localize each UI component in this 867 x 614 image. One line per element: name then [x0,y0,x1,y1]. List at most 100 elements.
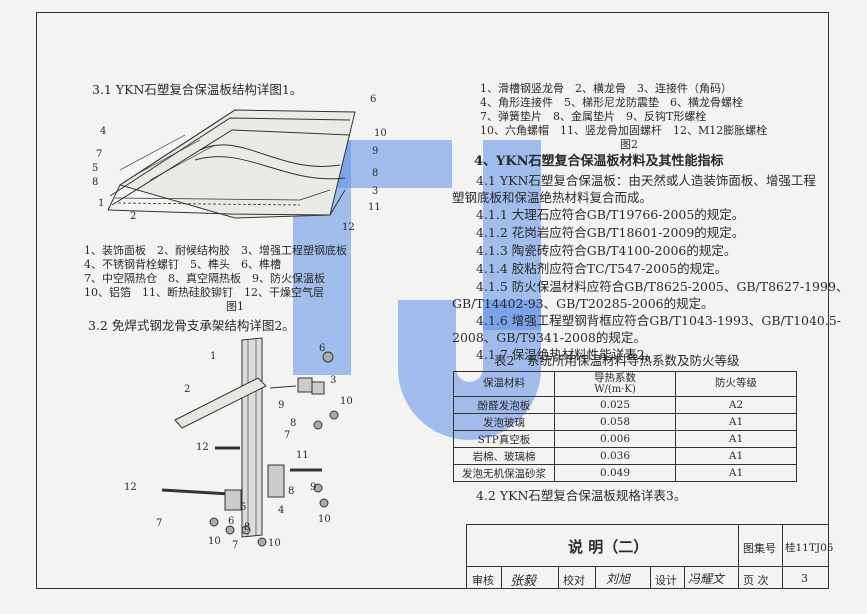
table-2-title: 表2 系统所用保温材料导热系数及防火等级 [494,353,740,368]
paragraph-line: GB/T14402-93、GB/T20285-2006的规定。 [452,296,714,311]
fig2-callout: 1 [210,351,217,362]
paragraph-line: 4.1.2 花岗岩应符合GB/T18601-2009的规定。 [476,225,745,240]
table-header-cell: 防火等级 [675,371,797,397]
sheet-title: 说 明（二） [568,538,649,556]
paragraph-line: 4.1.4 胶粘剂应符合TC/T547-2005的规定。 [476,261,728,276]
fig2-callout: 7 [284,430,291,441]
fig2-callout: 9 [278,400,285,411]
design-label: 设计 [655,574,677,587]
title-block-divider [558,566,559,589]
fig1-callout: 9 [372,146,379,157]
section-3-2-title: 3.2 免焊式钢龙骨支承架结构详图2。 [88,318,295,333]
section-3-1-title: 3.1 YKN石塑复合保温板结构详图1。 [92,82,303,97]
fig1-callout: 8 [92,177,99,188]
fig2-callout: 8 [290,418,297,429]
fig1-callout: 2 [130,211,137,222]
fig2-callout: 11 [296,450,309,461]
paragraph-line: 4.1.3 陶瓷砖应符合GB/T4100-2006的规定。 [476,243,737,258]
fig1-callout: 4 [100,126,107,137]
table-cell: STP真空板 [453,430,555,448]
table-cell: 0.036 [554,447,676,465]
title-block-divider [650,566,651,589]
header-conductivity: 导热系数 [594,371,636,384]
fig2-legend-line: 1、滑槽钢竖龙骨 2、横龙骨 3、连接件（角码） [480,82,732,95]
table-header-cell: 保温材料 [453,371,555,397]
table-cell: 发泡玻璃 [453,413,555,431]
section-4-title: 4、YKN石塑复合保温板材料及其性能指标 [474,154,724,169]
watermark-j-stem [483,140,541,330]
table-cell: 0.058 [554,413,676,431]
fig1-callout: 5 [92,163,99,174]
fig2-callout: 10 [318,514,331,525]
fig1-callout: 6 [370,94,377,105]
atlas-number: 桂11TJ05 [785,542,834,554]
paragraph-line: 4.1 YKN石塑复合保温板：由天然或人造装饰面板、增强工程 [476,173,816,188]
review-label: 审核 [472,574,494,587]
fig2-callout: 12 [196,442,209,453]
title-block-divider [738,524,739,589]
table-cell: 0.049 [554,464,676,482]
table-cell: A1 [675,413,797,431]
section-4-2: 4.2 YKN石塑复合保温板规格详表3。 [476,488,687,503]
fig1-callout: 1 [98,198,105,209]
fig2-caption: 图2 [620,138,638,151]
title-block-divider [466,566,829,567]
fig2-callout: 10 [340,396,353,407]
fig1-legend-line: 1、装饰面板 2、耐候结构胶 3、增强工程塑钢底板 [84,244,347,257]
fig2-callout: 12 [124,482,137,493]
fig1-legend-line: 10、铝箔 11、断热硅胶铆钉 12、干燥空气层 [84,286,324,299]
fig1-legend-line: 7、中空隔热仓 8、真空隔热板 9、防火保温板 [84,272,325,285]
drawing-frame [36,12,829,589]
table-cell: 岩棉、玻璃棉 [453,447,555,465]
fig2-callout: 3 [330,375,337,386]
fig2-legend-line: 10、六角螺帽 11、竖龙骨加固螺杆 12、M12膨胀螺栓 [480,124,768,137]
title-block-divider [501,566,502,589]
fig2-callout: 7 [232,540,239,551]
fig2-callout: 5 [240,502,247,513]
fig2-callout: 10 [268,538,281,549]
fig1-caption: 图1 [226,300,244,313]
review-signature: 张毅 [510,574,537,589]
fig2-legend-line: 4、角形连接件 5、梯形尼龙防震垫 6、横龙骨螺栓 [480,96,743,109]
title-block-divider [595,566,596,589]
fig1-callout: 11 [368,202,381,213]
fig1-callout: 10 [374,128,387,139]
fig1-callout: 7 [96,149,103,160]
paragraph-line: 4.1.5 防火保温材料应符合GB/T8625-2005、GB/T8627-19… [476,279,849,294]
header-unit: W/(m·K) [594,383,636,395]
fig1-callout: 8 [372,168,379,179]
fig2-legend-line: 7、弹簧垫片 8、金属垫片 9、反钩T形螺栓 [480,110,707,123]
paragraph-line: 4.1.7 保温绝热材料性能详表2。 [476,347,658,362]
check-signature: 刘旭 [606,572,631,586]
table-cell: A1 [675,464,797,482]
paragraph-line: 4.1.6 增强工程塑钢背框应符合GB/T1043-1993、GB/T1040.… [476,313,842,328]
fig1-callout: 3 [372,186,379,197]
paragraph-line: 4.1.1 大理石应符合GB/T19766-2005的规定。 [476,207,745,222]
title-block-divider [684,566,685,589]
fig2-callout: 4 [278,505,285,516]
fig2-callout: 8 [288,486,295,497]
table-cell: 发泡无机保温砂浆 [453,464,555,482]
table-cell: A1 [675,430,797,448]
fig2-callout: 2 [184,384,191,395]
fig2-callout: 8 [244,522,251,533]
page-label: 页 次 [743,574,769,587]
table-cell: A1 [675,447,797,465]
title-block [466,524,829,589]
atlas-label: 图集号 [743,542,776,555]
fig1-legend-line: 4、不锈钢背栓螺钉 5、榫头 6、榫槽 [84,258,281,271]
fig2-callout: 7 [156,518,163,529]
page-number: 3 [801,572,808,585]
fig2-callout: 10 [208,536,221,547]
table-cell: 酚醛发泡板 [453,396,555,414]
paragraph-line: 2008、GB/T9341-2008的规定。 [452,330,646,345]
fig2-callout: 9 [310,482,317,493]
